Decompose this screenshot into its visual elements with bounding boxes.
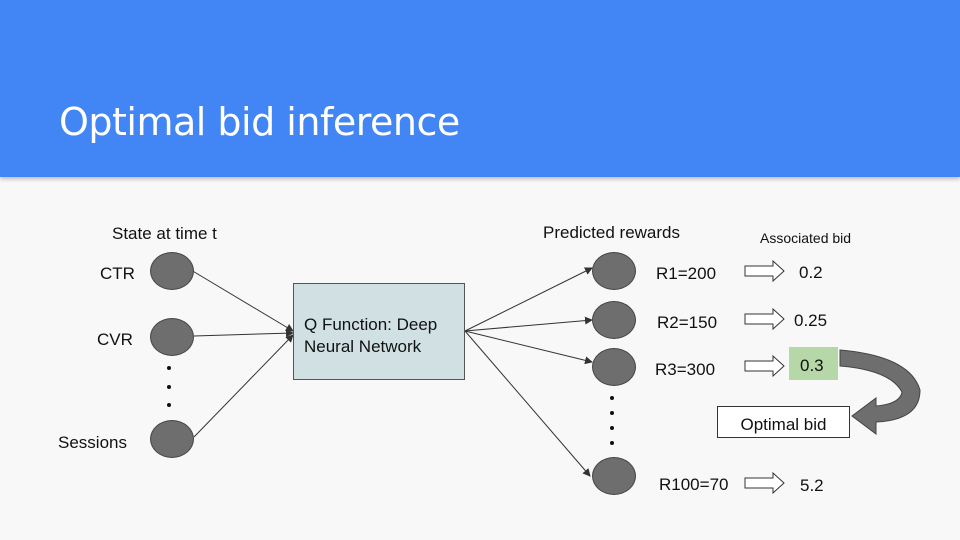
edge-q-to-r1 bbox=[464, 267, 593, 332]
edge-sessions-to-q bbox=[193, 334, 294, 438]
bid-value-r100: 5.2 bbox=[800, 476, 824, 495]
q-function-line2: Neural Network bbox=[304, 337, 422, 356]
input-label-cvr: CVR bbox=[97, 330, 133, 349]
ellipsis-dot bbox=[167, 403, 171, 407]
ellipsis-dot bbox=[167, 366, 171, 370]
bid-heading: Associated bid bbox=[760, 230, 852, 246]
block-arrow-r2 bbox=[744, 307, 785, 331]
slide-title: Optimal bid inference bbox=[59, 100, 460, 144]
bid-value-r1: 0.2 bbox=[799, 263, 823, 282]
input-label-ctr: CTR bbox=[100, 264, 135, 283]
ellipsis-dot bbox=[610, 441, 614, 445]
optimal-bid-box: Optimal bid bbox=[717, 406, 850, 438]
output-node-r1 bbox=[592, 252, 636, 290]
input-node-sessions bbox=[150, 420, 194, 458]
ellipsis-dot bbox=[610, 426, 614, 430]
output-node-r2 bbox=[592, 301, 636, 339]
input-label-sessions: Sessions bbox=[58, 433, 127, 452]
reward-label-r1: R1=200 bbox=[656, 264, 717, 283]
reward-label-r2: R2=150 bbox=[657, 313, 718, 332]
bid-value-r3: 0.3 bbox=[800, 356, 824, 375]
highlighted-bid-box bbox=[789, 347, 838, 380]
block-arrow-r3 bbox=[744, 354, 785, 378]
ellipsis-dot bbox=[167, 385, 171, 389]
edge-cvr-to-q bbox=[193, 329, 294, 338]
edge-ctr-to-q bbox=[190, 269, 294, 332]
title-bar: Optimal bid inference bbox=[0, 0, 960, 177]
input-node-ctr bbox=[150, 252, 194, 290]
edge-q-to-r100 bbox=[464, 330, 591, 477]
edge-q-to-r3 bbox=[464, 330, 593, 365]
curved-arrow-to-optimal bbox=[839, 349, 921, 435]
reward-label-r100: R100=70 bbox=[659, 475, 729, 494]
output-node-r100 bbox=[592, 457, 636, 495]
input-node-cvr bbox=[150, 318, 194, 356]
state-heading: State at time t bbox=[112, 224, 217, 243]
block-arrow-r1 bbox=[744, 259, 785, 283]
ellipsis-dot bbox=[610, 411, 614, 415]
output-node-r3 bbox=[592, 348, 636, 386]
block-arrow-r100 bbox=[744, 471, 785, 495]
edge-q-to-r2 bbox=[464, 316, 593, 332]
q-function-line1: Q Function: Deep bbox=[304, 315, 438, 334]
optimal-bid-label: Optimal bid bbox=[740, 415, 827, 434]
reward-label-r3: R3=300 bbox=[655, 360, 716, 379]
rewards-heading: Predicted rewards bbox=[543, 223, 681, 242]
ellipsis-dot bbox=[610, 396, 614, 400]
bid-value-r2: 0.25 bbox=[794, 311, 828, 330]
